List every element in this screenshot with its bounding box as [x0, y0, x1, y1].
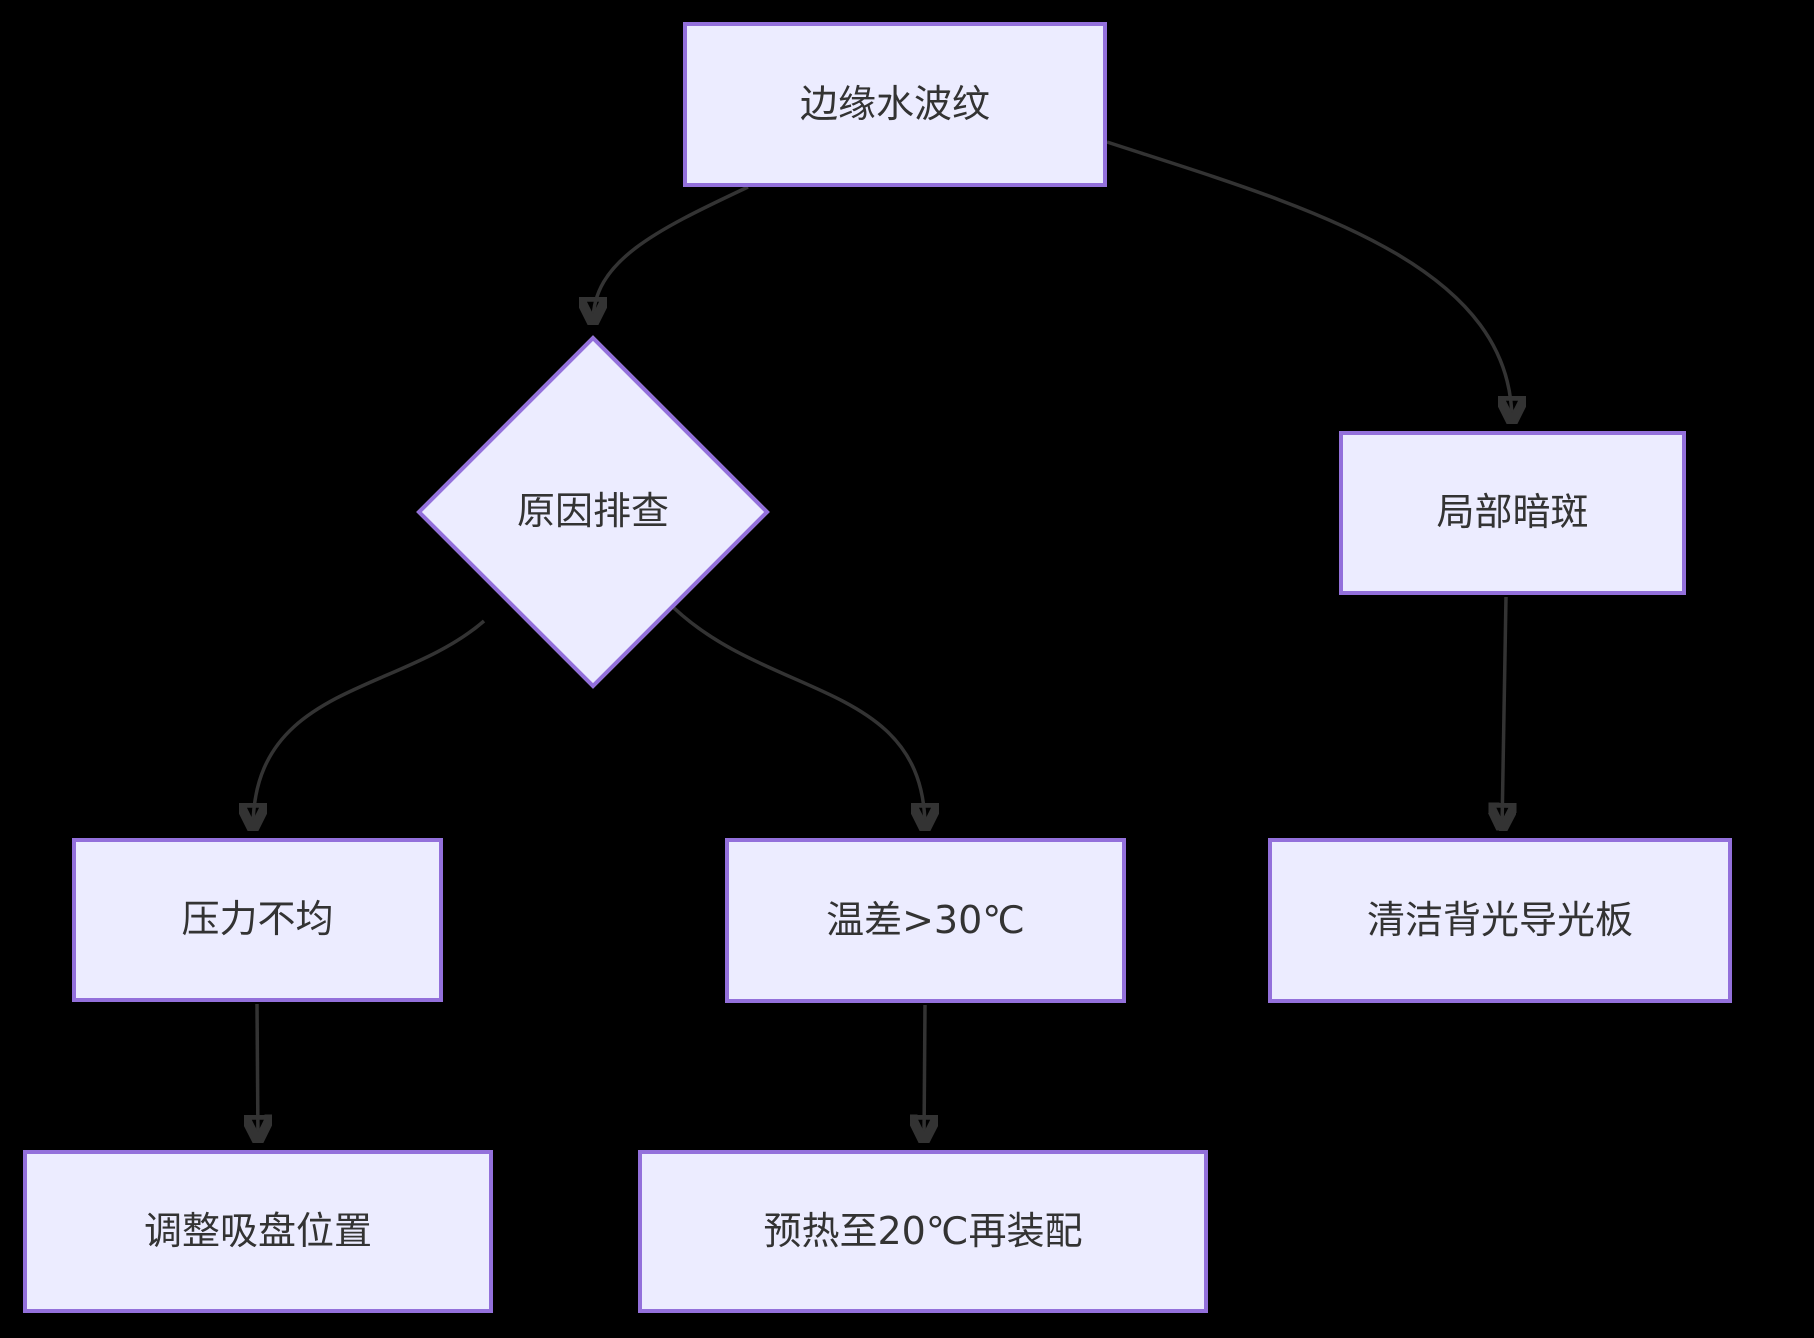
node-pressure: 压力不均 — [72, 838, 443, 1002]
node-adjust-suction-label: 调整吸盘位置 — [143, 1208, 372, 1253]
node-clean-plate-label: 清洁背光导光板 — [1366, 897, 1633, 942]
node-pressure-label: 压力不均 — [181, 897, 334, 942]
edge-root-to-dark-spot — [1106, 140, 1512, 421]
node-dark-spot: 局部暗斑 — [1339, 431, 1686, 595]
edge-decision-to-temp-diff — [672, 606, 925, 828]
node-dark-spot-label: 局部暗斑 — [1436, 490, 1589, 535]
node-root: 边缘水波纹 — [683, 22, 1107, 187]
node-preheat-label: 预热至20℃再装配 — [763, 1208, 1083, 1253]
edge-pressure-to-adjust-suction — [257, 1003, 258, 1140]
node-adjust-suction: 调整吸盘位置 — [23, 1150, 493, 1313]
edge-dark-spot-to-clean-plate — [1502, 596, 1506, 828]
edge-root-to-decision — [593, 185, 749, 322]
node-preheat: 预热至20℃再装配 — [638, 1150, 1208, 1313]
edge-decision-to-pressure — [253, 619, 486, 828]
node-temp-diff: 温差>30℃ — [725, 838, 1126, 1003]
node-decision-label-wrap: 原因排查 — [443, 487, 743, 537]
node-decision-label: 原因排查 — [516, 489, 669, 534]
node-clean-plate: 清洁背光导光板 — [1268, 838, 1732, 1003]
node-temp-diff-label: 温差>30℃ — [826, 897, 1025, 942]
edge-temp-diff-to-preheat — [924, 1004, 925, 1140]
node-root-label: 边缘水波纹 — [799, 81, 990, 126]
